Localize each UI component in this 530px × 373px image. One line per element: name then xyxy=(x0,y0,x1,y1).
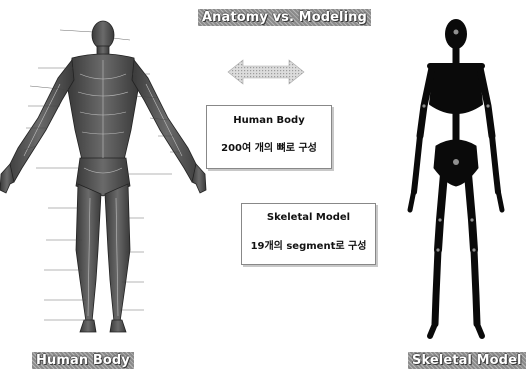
left-hand xyxy=(410,190,414,210)
skeletal-model-banner: Skeletal Model xyxy=(408,352,526,369)
skeletal-model-box-title: Skeletal Model xyxy=(242,212,375,223)
right-hand xyxy=(498,190,502,210)
right-foot xyxy=(477,324,482,336)
skeletal-model-figure xyxy=(400,14,524,350)
title-banner: Anatomy vs. Modeling xyxy=(198,9,371,26)
skeletal-model-info-box: Skeletal Model 19개의 segment로 구성 xyxy=(241,203,376,265)
left-forearm xyxy=(414,136,420,192)
human-anatomy-figure xyxy=(0,18,210,348)
human-body-info-box: Human Body 200여 개의 뼈로 구성 xyxy=(206,105,332,169)
right-forearm xyxy=(492,136,498,192)
right-shin xyxy=(474,250,477,324)
left-thigh xyxy=(438,174,444,250)
double-headed-arrow-icon xyxy=(226,58,306,86)
left-shin xyxy=(435,250,438,324)
human-body-box-title: Human Body xyxy=(207,115,331,126)
skeletal-model-box-subtitle: 19개의 segment로 구성 xyxy=(242,237,375,252)
human-body-banner: Human Body xyxy=(32,352,134,369)
right-thigh xyxy=(468,174,474,250)
human-body-box-subtitle: 200여 개의 뼈로 구성 xyxy=(207,139,331,154)
left-foot xyxy=(430,324,435,336)
rib-cage xyxy=(430,64,482,113)
